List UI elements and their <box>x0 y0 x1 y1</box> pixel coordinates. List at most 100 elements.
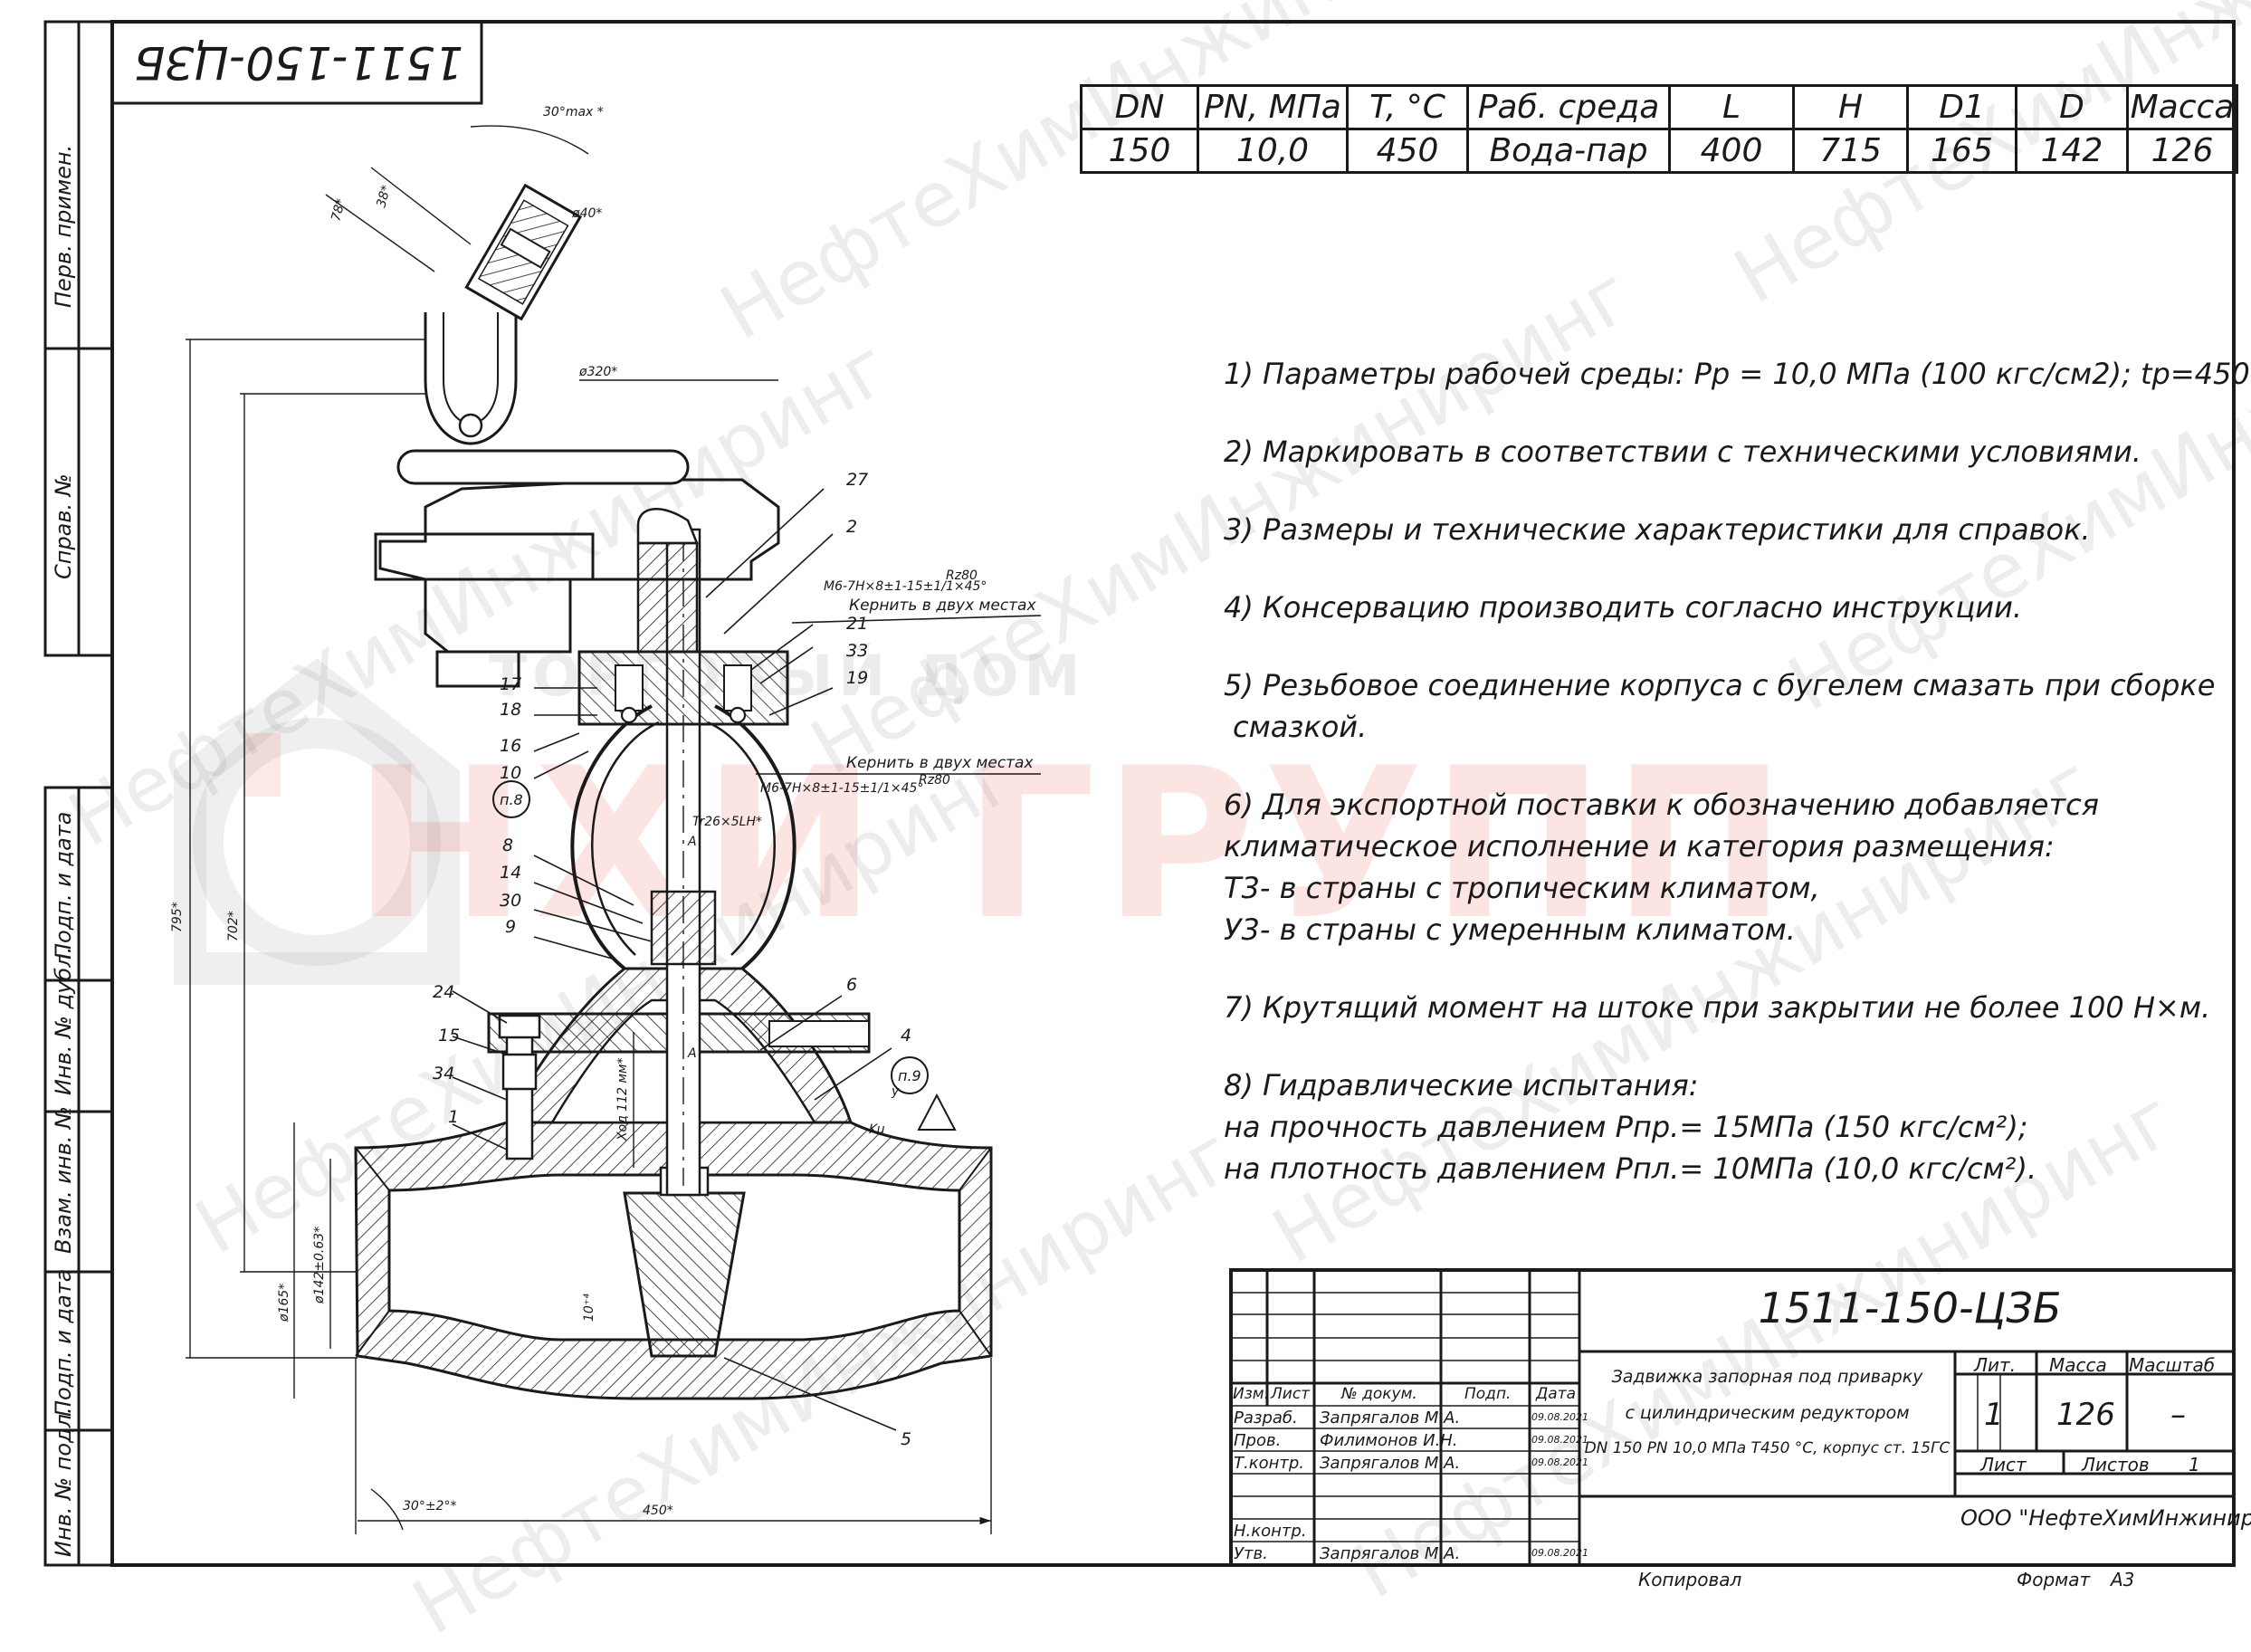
callout-16: 16 <box>500 736 521 756</box>
spec-header-dn: DN <box>1080 84 1199 130</box>
row-role-nkontr: Н.контр. <box>1234 1522 1307 1541</box>
spec-value-t: 450 <box>1346 128 1469 174</box>
side-label-inv-podl: Инв. № подл. <box>51 1407 76 1557</box>
callout-17: 17 <box>500 674 521 694</box>
callout-2: 2 <box>846 517 857 537</box>
spec-value-dn: 150 <box>1080 128 1199 174</box>
row-role-prov: Пров. <box>1234 1431 1282 1450</box>
spec-header-d: D <box>2015 84 2129 130</box>
drawing-sheet: 30°max * ø40* 38* 78* ø320* 795* 702* Хо… <box>43 20 2236 1567</box>
scale-value: – <box>2170 1397 2186 1433</box>
dim-d40: ø40* <box>571 206 602 221</box>
format-label: Формат <box>2017 1569 2091 1590</box>
note-2: 2) Маркировать в соответствии с техничес… <box>1224 434 2141 469</box>
spec-header-l: L <box>1668 84 1795 130</box>
callout-1: 1 <box>448 1107 459 1127</box>
spec-header-t: T, °С <box>1346 84 1469 130</box>
spec-header-medium: Раб. среда <box>1466 84 1671 130</box>
dim-d165: ø165* <box>277 1284 291 1323</box>
row-date-prov: 09.08.2021 <box>1531 1434 1588 1446</box>
dim-stroke: Ход 112 мм* <box>615 1057 630 1141</box>
sheet-label: Лист <box>1980 1454 2027 1475</box>
dim-angle-top: 30°max * <box>543 105 604 119</box>
dim-angle-bottom: 30°±2°* <box>403 1499 456 1514</box>
dim-rz-top: Rz80 <box>946 568 978 583</box>
dim-kernit-2: Кернить в двух местах <box>846 754 1034 772</box>
callout-33: 33 <box>846 641 868 661</box>
callout-34: 34 <box>433 1064 454 1084</box>
row-role-tkontr: Т.контр. <box>1234 1454 1305 1473</box>
dim-h702: 702* <box>226 911 241 941</box>
spec-value-pn: 10,0 <box>1197 128 1349 174</box>
stamp-designation: 1511-150-ЦЗБ <box>134 36 463 89</box>
title-name-line-1: Задвижка запорная под приварку <box>1611 1367 1923 1387</box>
dim-kernit-1: Кернить в двух местах <box>849 597 1036 615</box>
callout-p8: п.8 <box>500 791 523 808</box>
lit-label: Лит. <box>1974 1354 2017 1376</box>
row-role-razrab: Разраб. <box>1234 1408 1298 1428</box>
spec-value-mass: 126 <box>2126 128 2238 174</box>
spec-value-d: 142 <box>2015 128 2129 174</box>
side-label-podp-data-2: Подп. и дата <box>51 1268 76 1418</box>
sheets-value: 1 <box>2189 1454 2200 1475</box>
dim-d320: ø320* <box>578 365 617 379</box>
callout-8: 8 <box>502 836 513 855</box>
side-label-sprav-no: Справ. № <box>51 473 76 579</box>
col-header-date: Дата <box>1536 1385 1577 1403</box>
spec-table-header-row: DN PN, МПа T, °С Раб. среда L H D1 D Мас… <box>1080 84 2238 130</box>
col-header-sign: Подп. <box>1464 1385 1512 1403</box>
spec-value-medium: Вода-пар <box>1466 128 1671 174</box>
sheets-label: Листов <box>2082 1454 2150 1475</box>
scale-label: Масштаб <box>2129 1354 2216 1376</box>
callout-14: 14 <box>500 863 521 883</box>
side-label-vzam-inv: Взам. инв. № <box>51 1106 76 1254</box>
col-header-izm: Изм. <box>1233 1385 1269 1403</box>
dim-h78: 78* <box>329 197 348 223</box>
dim-tr26: Tr26×5LH* <box>692 815 762 829</box>
dim-h10: 10⁺⁴ <box>582 1294 596 1322</box>
callout-10: 10 <box>500 763 521 783</box>
row-name-tkontr: Запрягалов М.А. <box>1320 1454 1461 1473</box>
callout-5: 5 <box>901 1429 911 1449</box>
note-4: 4) Консервацию производить согласно инст… <box>1224 590 2023 625</box>
dim-d142: ø142±0.63* <box>312 1227 327 1304</box>
spec-header-pn: PN, МПа <box>1197 84 1349 130</box>
row-name-utv: Запрягалов М.А. <box>1320 1544 1461 1563</box>
title-block-grid <box>1229 1268 2236 1567</box>
dim-surface: Ku <box>869 1122 885 1137</box>
sheet-frame <box>43 20 2236 1567</box>
callout-labels: 27 2 33 21 19 17 18 16 10 8 14 30 9 24 1… <box>433 470 921 1449</box>
callout-27: 27 <box>846 470 868 490</box>
dim-l450: 450* <box>643 1504 673 1518</box>
spec-value-h: 715 <box>1792 128 1909 174</box>
title-designation: 1511-150-ЦЗБ <box>1758 1284 2062 1332</box>
dim-thread-top: M6-7H×8±1-15±1/1×45° <box>824 579 987 594</box>
row-date-razrab: 09.08.2021 <box>1531 1411 1588 1423</box>
spec-header-mass: Масса <box>2126 84 2238 130</box>
callout-4: 4 <box>901 1026 911 1046</box>
dim-h795: 795* <box>170 902 185 932</box>
row-role-utv: Утв. <box>1234 1544 1268 1563</box>
lit-value: 1 <box>1984 1397 2004 1433</box>
spec-value-l: 400 <box>1668 128 1795 174</box>
callout-9: 9 <box>505 917 516 937</box>
side-label-podp-data-1: Подп. и дата <box>51 811 76 960</box>
dim-thread-bottom: M6-7H×8±1-15±1/1×45° <box>760 781 923 796</box>
callout-30: 30 <box>500 891 521 911</box>
callout-p9: п.9 <box>898 1067 921 1084</box>
copied-label: Копировал <box>1638 1569 1742 1590</box>
title-name-line-2: с цилиндрическим редуктором <box>1625 1403 1910 1423</box>
row-date-utv: 09.08.2021 <box>1531 1547 1588 1559</box>
note-3: 3) Размеры и технические характеристики … <box>1224 512 2091 547</box>
technical-notes: 1) Параметры рабочей среды: Рр = 10,0 МП… <box>1224 353 2251 1226</box>
dim-h38: 38* <box>374 184 394 209</box>
mass-label: Масса <box>2049 1354 2107 1376</box>
callout-21: 21 <box>846 614 868 634</box>
side-label-perv-primen: Перв. примен. <box>51 144 76 308</box>
row-date-tkontr: 09.08.2021 <box>1531 1456 1588 1468</box>
col-header-list: Лист <box>1271 1385 1311 1403</box>
callout-15: 15 <box>438 1026 460 1046</box>
company-name: ООО "НефтеХимИнжиниринг" <box>1960 1505 2251 1531</box>
valve-drawing <box>186 125 1042 1534</box>
callout-6: 6 <box>846 975 857 995</box>
